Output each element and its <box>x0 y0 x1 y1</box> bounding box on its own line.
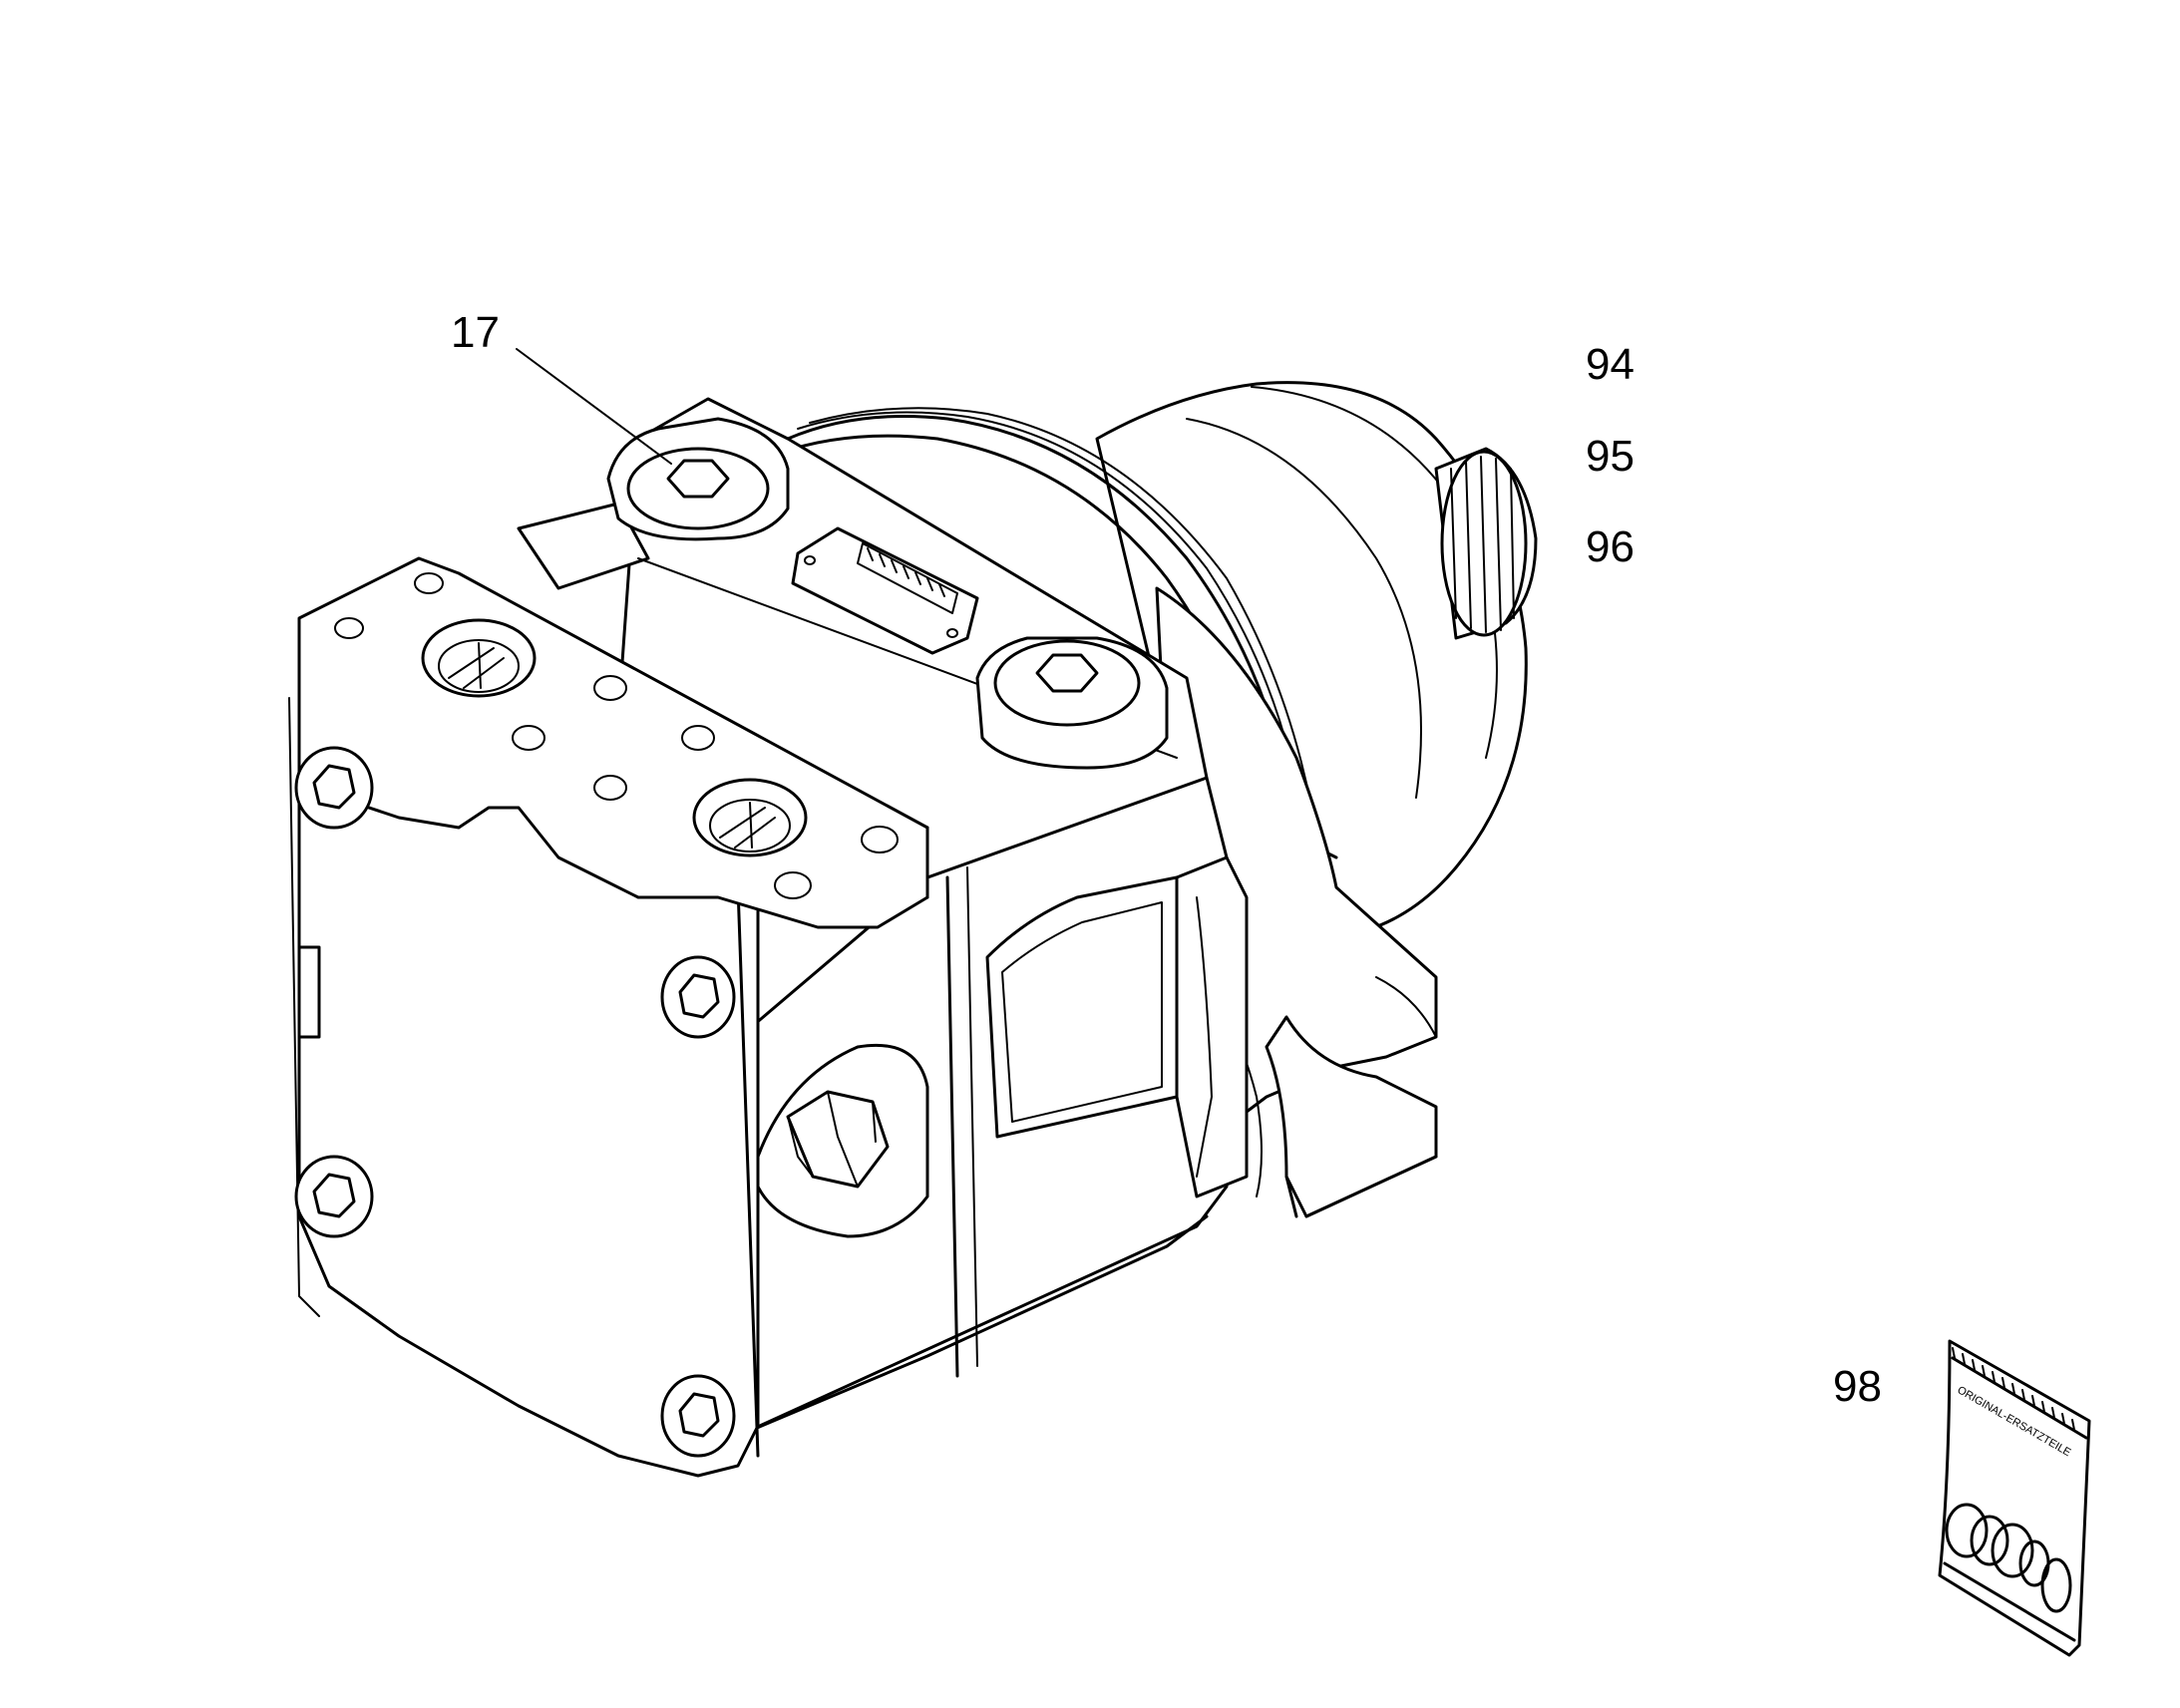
top-bolt-boss-front <box>975 636 1169 770</box>
drain-plug <box>756 1043 929 1238</box>
callout-96[interactable]: 96 <box>1586 522 1635 571</box>
callout-94[interactable]: 94 <box>1586 340 1635 389</box>
cap-screw-lower-left <box>294 1155 374 1238</box>
top-bolt-boss-rear <box>606 417 790 541</box>
port-a <box>421 618 537 698</box>
splined-drive-shaft <box>1434 447 1538 640</box>
callout-95[interactable]: 95 <box>1586 432 1635 481</box>
callout-17[interactable]: 17 <box>451 308 500 357</box>
cap-screw-center <box>660 955 736 1039</box>
leader-line-17 <box>516 348 672 465</box>
port-b <box>692 778 808 857</box>
hydraulic-motor <box>288 381 1538 1478</box>
o-rings <box>1945 1503 2072 1613</box>
port-manifold-plate <box>297 556 929 929</box>
plate-bolt-holes <box>334 572 899 899</box>
motor-body <box>726 776 1249 1438</box>
cap-screw-bottom <box>660 1374 736 1458</box>
name-plate <box>791 526 979 655</box>
callout-98[interactable]: 98 <box>1833 1362 1882 1411</box>
cap-screw-upper-left <box>294 746 374 830</box>
seal-kit-bag: ORIGINAL-ERSATZTEILE <box>1938 1339 2091 1657</box>
